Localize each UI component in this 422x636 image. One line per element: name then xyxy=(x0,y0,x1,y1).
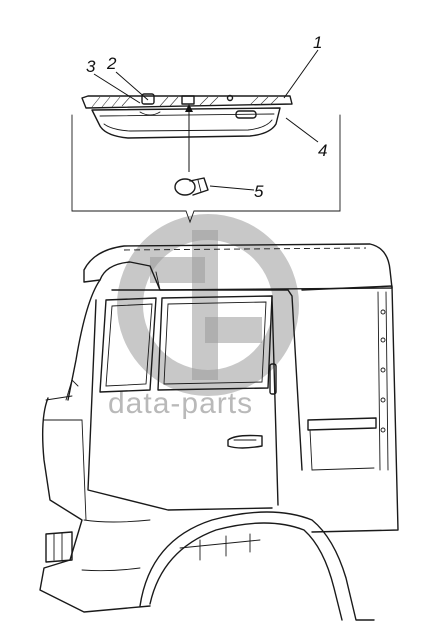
ceiling-lamp-assembly xyxy=(81,93,293,139)
lamp-bulb xyxy=(174,104,209,196)
callout-1: 1 xyxy=(313,33,322,52)
callout-5: 5 xyxy=(254,182,264,201)
watermark-text: data-parts xyxy=(108,387,253,420)
callout-2: 2 xyxy=(106,54,117,73)
detail-bracket xyxy=(71,114,341,224)
callout-4: 4 xyxy=(318,141,327,160)
truck-cab xyxy=(39,243,399,621)
watermark-logo xyxy=(117,214,299,396)
callout-3: 3 xyxy=(86,57,96,76)
